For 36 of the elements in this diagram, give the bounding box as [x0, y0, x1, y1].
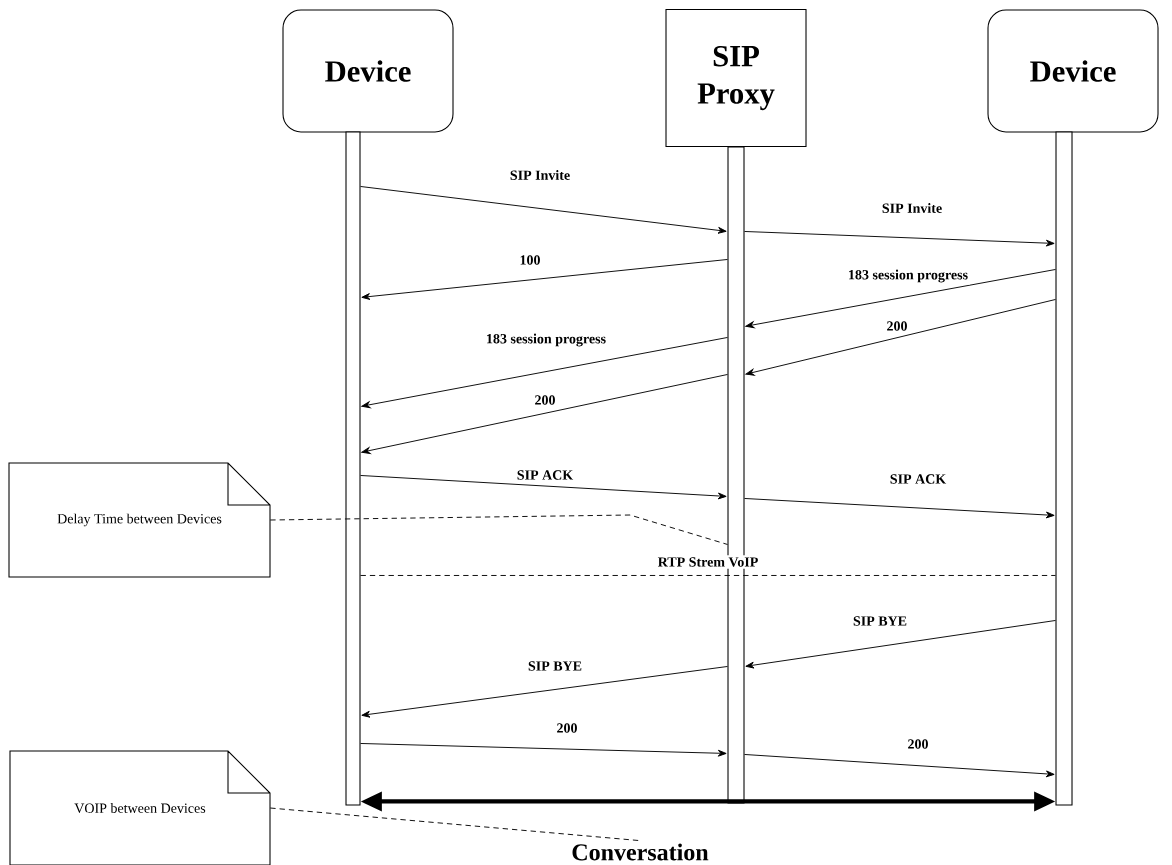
edge-label: 200: [884, 319, 910, 333]
message-arrow: [361, 666, 728, 718]
edge-label: SIP BYE: [525, 659, 585, 673]
edge-label: SIP BYE: [850, 614, 910, 628]
edge-label: SIP Invite: [879, 201, 945, 215]
edge-label: SIP ACK: [514, 468, 576, 482]
edge-label: SIP Invite: [507, 168, 573, 182]
edge-label: 183 session progress: [846, 267, 971, 285]
message-arrow: [745, 299, 1056, 376]
message-arrow: [744, 231, 1055, 247]
edge-label: 200: [532, 393, 558, 407]
message-arrow: [360, 743, 727, 757]
lifeline-header: SIP Proxy: [665, 8, 807, 148]
edge-label: 100: [517, 253, 543, 267]
lifeline-header: Device: [987, 9, 1159, 133]
activation-bar: [1055, 131, 1073, 806]
leader-line: [269, 514, 728, 545]
edge-label: 200: [905, 737, 931, 751]
message-arrow: [360, 475, 727, 500]
message-arrow: [744, 498, 1055, 519]
message-arrow: [361, 337, 728, 409]
divider-line: [360, 575, 1056, 576]
activation-bar: [345, 131, 361, 806]
message-arrow: [361, 259, 728, 300]
lifeline-header: Device: [282, 9, 454, 133]
edge-label: 183 session progress: [484, 331, 609, 349]
caption-text: Conversation: [572, 843, 709, 861]
message-arrow: [745, 620, 1056, 669]
edge-label: RTP Strem VoIP: [655, 555, 761, 569]
message-arrow: [745, 269, 1056, 329]
edge-label: 200: [554, 721, 580, 735]
message-arrow: [361, 374, 728, 454]
message-arrow: [744, 754, 1055, 778]
edge-label: SIP ACK: [887, 472, 949, 486]
leader-line: [269, 807, 641, 842]
message-arrow: [360, 186, 727, 234]
